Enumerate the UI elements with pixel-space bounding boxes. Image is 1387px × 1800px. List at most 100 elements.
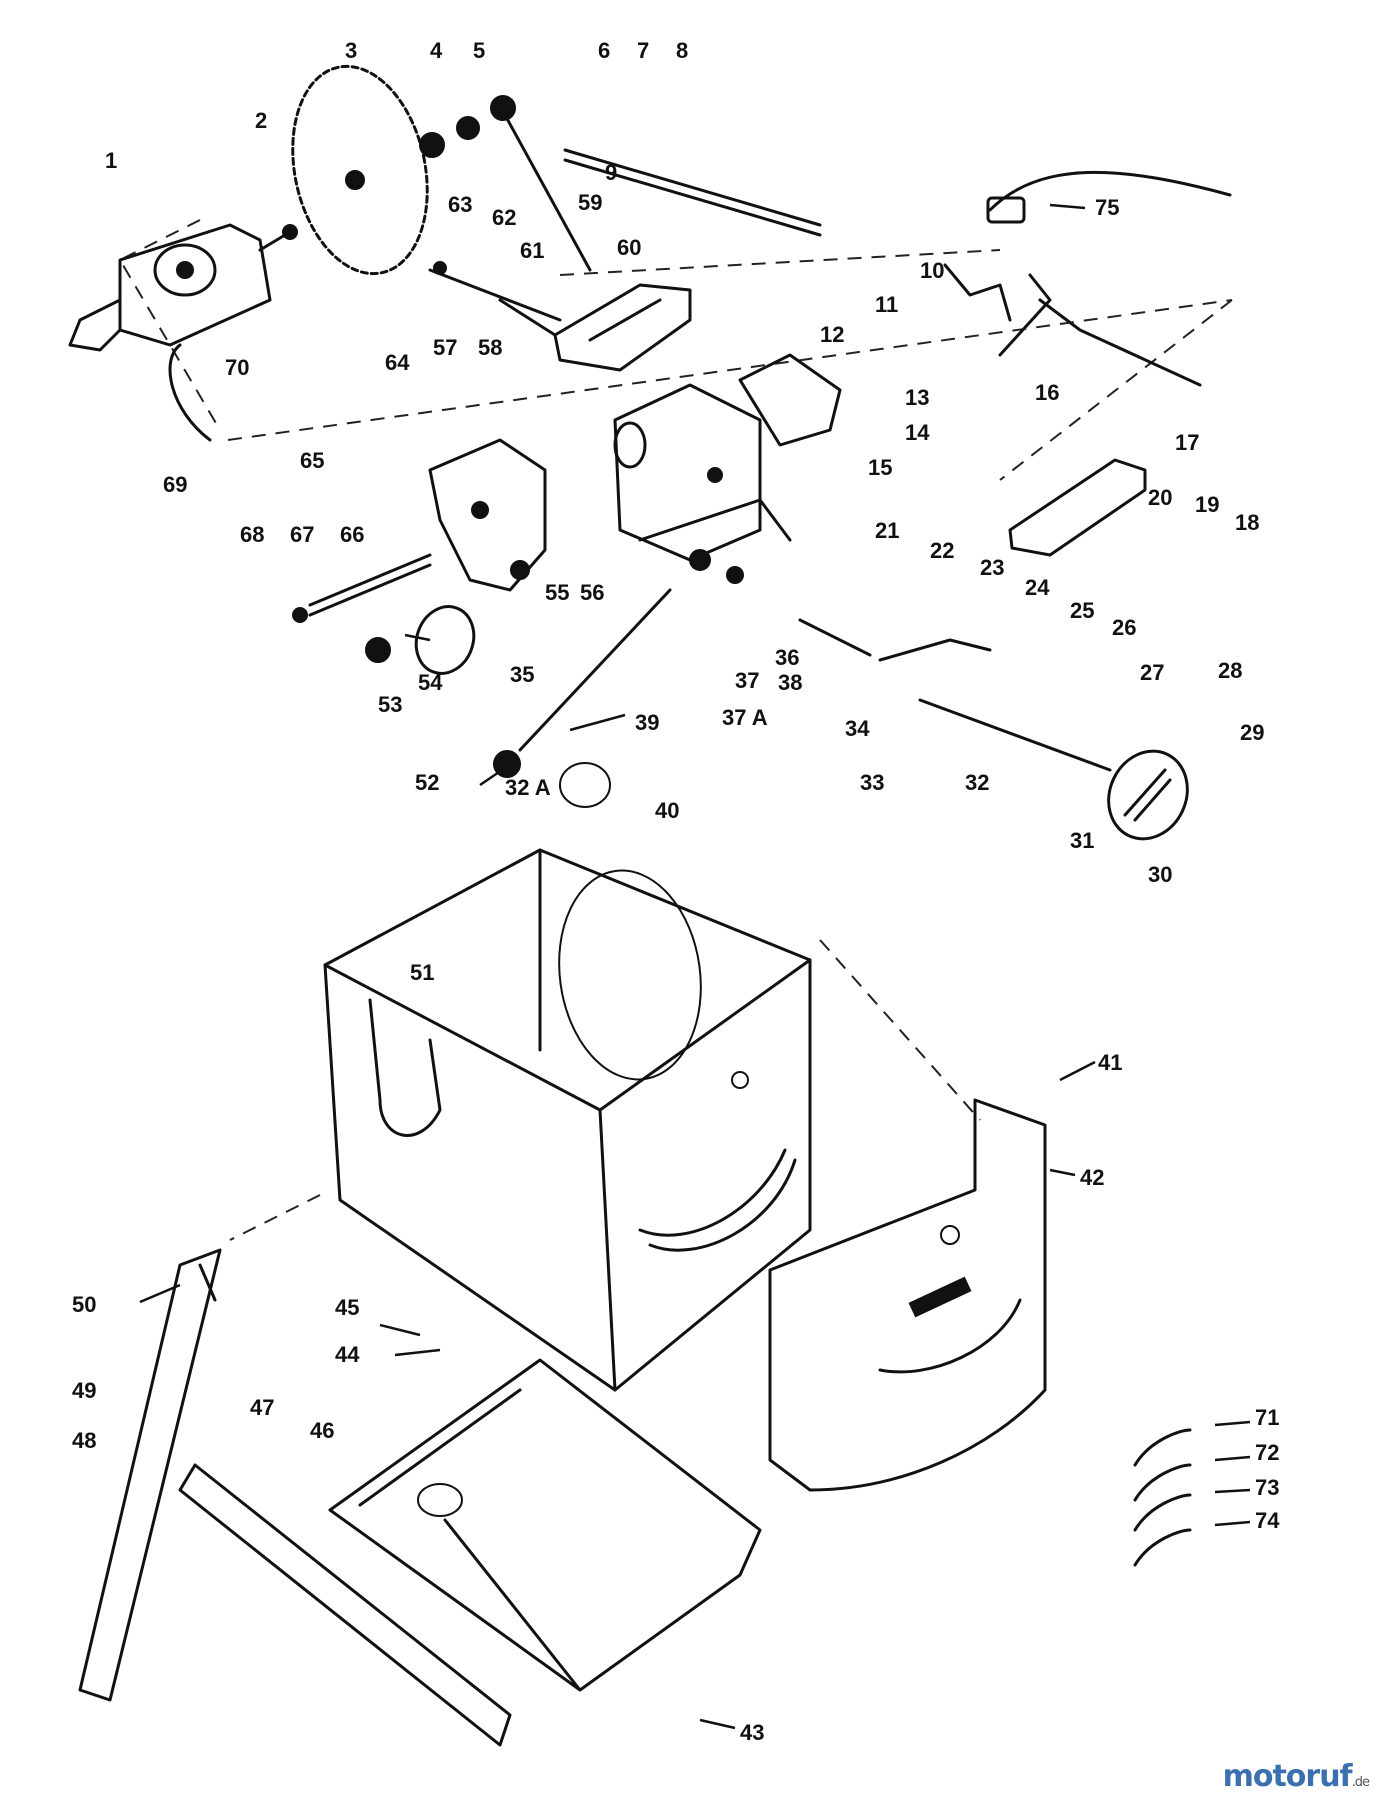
callout-46: 46 — [310, 1418, 334, 1443]
leader-lines — [139, 203, 1251, 1730]
lever-linkage-part — [943, 263, 1202, 387]
callout-33: 33 — [860, 770, 884, 795]
watermark-tld: .de — [1351, 1775, 1370, 1790]
callout-18: 18 — [1235, 510, 1259, 535]
callout-41: 41 — [1098, 1050, 1122, 1075]
bevel-handwheel-part — [1107, 749, 1189, 841]
callout-66: 66 — [340, 522, 364, 547]
callout-19: 19 — [1195, 492, 1219, 517]
callout-21: 21 — [875, 518, 899, 543]
base-plate-part — [328, 1358, 762, 1692]
callout-11: 11 — [875, 292, 898, 317]
callout-3: 3 — [345, 38, 357, 63]
cabinet-part — [323, 848, 812, 1392]
callout-65: 65 — [300, 448, 324, 473]
fence-lock-part — [1008, 458, 1147, 557]
callout-14: 14 — [905, 420, 930, 445]
callout-64: 64 — [385, 350, 410, 375]
watermark-logo: motoruf.de — [1222, 1759, 1370, 1794]
callout-13: 13 — [905, 385, 929, 410]
callout-63: 63 — [448, 192, 472, 217]
watermark-brand: motoruf — [1222, 1759, 1353, 1794]
callout-53: 53 — [378, 692, 402, 717]
callout-62: 62 — [492, 205, 516, 230]
callout-55: 55 — [545, 580, 569, 605]
callout-58: 58 — [478, 335, 502, 360]
callout-38: 38 — [778, 670, 802, 695]
threaded-rods-part — [493, 588, 1112, 808]
pivot-shaft-part — [292, 553, 432, 623]
callout-43: 43 — [740, 1720, 764, 1745]
callout-24: 24 — [1025, 575, 1050, 600]
callout-45: 45 — [335, 1295, 359, 1320]
callout-30: 30 — [1148, 862, 1172, 887]
callout-1: 1 — [105, 148, 117, 173]
callout-52: 52 — [415, 770, 439, 795]
assembly-guide-lines — [118, 219, 1233, 1241]
callout-60: 60 — [617, 235, 641, 260]
callout-74: 74 — [1255, 1508, 1280, 1533]
callout-4: 4 — [430, 38, 443, 63]
callout-31: 31 — [1070, 828, 1094, 853]
callout-61: 61 — [520, 238, 544, 263]
callout-57: 57 — [433, 335, 457, 360]
callout-12: 12 — [820, 322, 844, 347]
callout-7: 7 — [637, 38, 649, 63]
callout-72: 72 — [1255, 1440, 1279, 1465]
power-cord-part — [986, 170, 1232, 224]
callout-70: 70 — [225, 355, 249, 380]
callout-17: 17 — [1175, 430, 1199, 455]
side-cover-part — [768, 1098, 1047, 1492]
arbor-link-part — [428, 261, 562, 322]
callout-67: 67 — [290, 522, 314, 547]
callout-50: 50 — [72, 1292, 96, 1317]
callout-32: 32 — [965, 770, 989, 795]
callout-27: 27 — [1140, 660, 1164, 685]
callout-44: 44 — [335, 1342, 360, 1367]
height-handwheel-part — [365, 605, 476, 675]
callout-69: 69 — [163, 472, 187, 497]
callout-56: 56 — [580, 580, 604, 605]
callout-73: 73 — [1255, 1475, 1279, 1500]
callout-29: 29 — [1240, 720, 1264, 745]
callout-54: 54 — [418, 670, 443, 695]
loose-hardware-part — [1133, 1428, 1192, 1567]
callout-22: 22 — [930, 538, 954, 563]
callout-9: 9 — [605, 160, 617, 185]
trunnion-bracket-part — [428, 438, 547, 592]
callout-48: 48 — [72, 1428, 96, 1453]
callout-26: 26 — [1112, 615, 1136, 640]
callout-6: 6 — [598, 38, 610, 63]
callout-75: 75 — [1095, 195, 1119, 220]
callout-37a: 37 A — [722, 705, 768, 730]
callout-25: 25 — [1070, 598, 1094, 623]
callout-32a: 32 A — [505, 775, 551, 800]
callout-40: 40 — [655, 798, 679, 823]
callout-42: 42 — [1080, 1165, 1104, 1190]
blade-guard-part — [498, 283, 692, 372]
rail-part — [178, 1463, 512, 1747]
callout-16: 16 — [1035, 380, 1059, 405]
callout-23: 23 — [980, 555, 1004, 580]
callout-51: 51 — [410, 960, 434, 985]
callout-59: 59 — [578, 190, 602, 215]
callout-47: 47 — [250, 1395, 274, 1420]
leg-part — [78, 1248, 222, 1702]
callout-71: 71 — [1255, 1405, 1279, 1430]
callout-15: 15 — [868, 455, 892, 480]
callout-36: 36 — [775, 645, 799, 670]
callout-20: 20 — [1148, 485, 1172, 510]
saw-blade-part — [291, 64, 429, 276]
callout-49: 49 — [72, 1378, 96, 1403]
callout-numbers: 1 2 3 4 5 6 7 8 10 11 12 13 14 15 16 17 … — [72, 38, 1280, 1745]
callout-37: 37 — [735, 668, 759, 693]
callout-68: 68 — [240, 522, 264, 547]
trunnion-assembly-part — [613, 353, 842, 584]
callout-35: 35 — [510, 662, 534, 687]
callout-34: 34 — [845, 716, 870, 741]
callout-28: 28 — [1218, 658, 1242, 683]
arbor-hardware-part — [419, 95, 822, 272]
callout-39: 39 — [635, 710, 659, 735]
callout-8: 8 — [676, 38, 688, 63]
